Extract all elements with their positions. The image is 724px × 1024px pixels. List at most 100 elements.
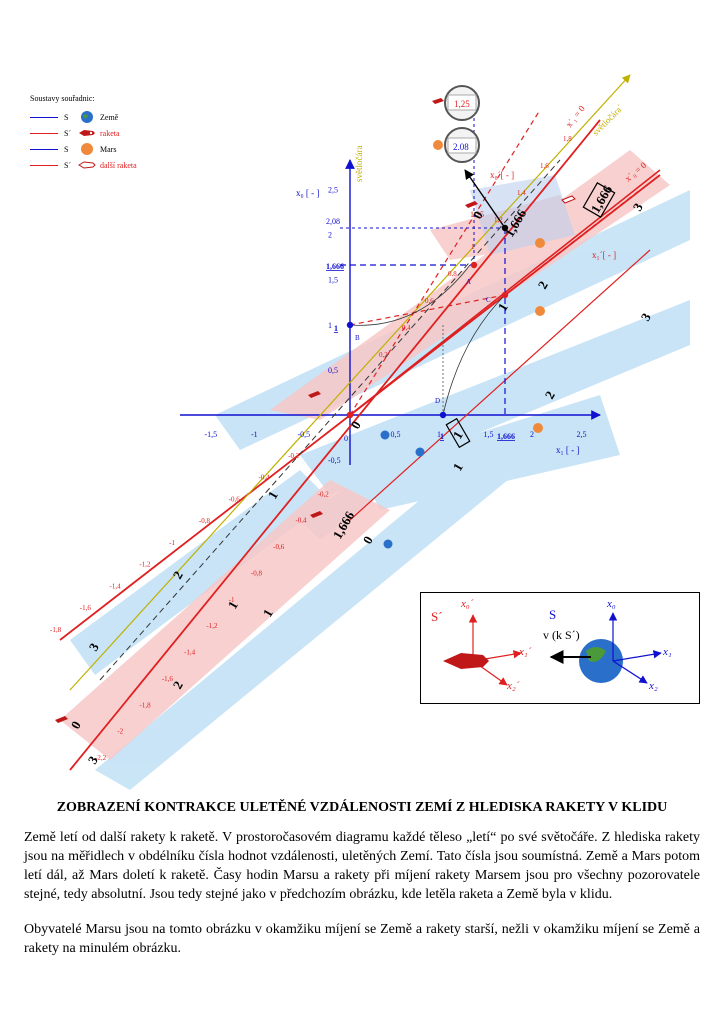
inset-x0-label: x₀ bbox=[606, 598, 616, 610]
red-tick-up-label: 1,4 bbox=[517, 189, 526, 197]
light-cone-line bbox=[69, 74, 631, 691]
x0-tick-labels: -0,50,511,522,5 bbox=[328, 185, 341, 465]
inset-diagram: S´ x₀´ x₁´ x₂´ S x₀ x₁ x₂ v (k S´) bbox=[431, 598, 672, 692]
legend-line-red bbox=[30, 164, 58, 166]
x1-tick-label: 0,5 bbox=[391, 430, 401, 439]
x1-tick-label: 1,5 bbox=[484, 430, 494, 439]
hyperbola-d bbox=[442, 294, 506, 416]
point-d-label: D bbox=[435, 397, 440, 405]
inset-x1-axis bbox=[612, 650, 662, 662]
value-1-x1: 1 bbox=[440, 432, 444, 441]
x0-tick-label: -0,5 bbox=[328, 456, 341, 465]
red-tick-lower-label: -2,2 bbox=[95, 754, 107, 762]
red-tick-lower-label: -1,2 bbox=[206, 622, 218, 630]
highlight-box-1 bbox=[445, 417, 471, 449]
dashed-red-line bbox=[349, 109, 541, 416]
red-tick-up-label: 0,2 bbox=[379, 351, 388, 359]
red-tick-left-label: -0,6 bbox=[229, 495, 241, 503]
red-tick-up-label: 1,6 bbox=[540, 162, 549, 170]
inset-x1p-label: x₁´ bbox=[518, 646, 532, 658]
point-b-label: B bbox=[355, 334, 360, 342]
inset-x2p-label: x₂´ bbox=[506, 680, 520, 692]
mars-markers bbox=[433, 140, 545, 433]
earth-icon bbox=[78, 110, 96, 124]
red-tick-lower-label: -1 bbox=[229, 596, 235, 604]
legend-row-earth: S Země bbox=[30, 110, 118, 124]
red-tick-lower-label: -0,4 bbox=[295, 517, 307, 525]
x1-axis-label: x₁ [ - ] bbox=[556, 445, 579, 455]
red-tick-labels-left: -0,2 -0,4 -0,6 -0,8 -1 -1,2 -1,4 -1,6 -1,8 bbox=[50, 452, 300, 634]
legend-name: raketa bbox=[100, 128, 120, 138]
x1-tick-label: 2,5 bbox=[577, 430, 587, 439]
x1-tick-label: -0,5 bbox=[298, 430, 311, 439]
legend-name: Země bbox=[100, 112, 119, 122]
inset-x2-label: x₂ bbox=[648, 680, 658, 692]
value-1666: 1,666 bbox=[326, 262, 344, 271]
value-208: 2,08 bbox=[326, 217, 340, 226]
red-tick-left-label: -0,4 bbox=[258, 474, 270, 482]
legend-line-red bbox=[30, 132, 58, 134]
point-a-label: A bbox=[466, 278, 471, 286]
inset-frame-prime: S´ bbox=[431, 609, 443, 624]
inset-frames: S´ x₀´ x₁´ x₂´ S x₀ x₁ x₂ v (k S´) bbox=[420, 592, 700, 704]
red-tick-lower-label: -0,2 bbox=[318, 490, 330, 498]
caption-title: ZOBRAZENÍ KONTRAKCE ULETĚNÉ VZDÁLENOSTI … bbox=[56, 800, 668, 815]
red-tick-labels-up: 0,20,40,60,811,21,41,61,8 bbox=[379, 135, 572, 359]
red-tick-left-label: -0,2 bbox=[288, 452, 300, 460]
dashed-worldline bbox=[99, 159, 561, 681]
earth-markers bbox=[380, 430, 425, 549]
legend-frame: S bbox=[64, 144, 69, 154]
legend-frame: S´ bbox=[64, 128, 72, 138]
red-tick-left-label: -1 bbox=[169, 539, 175, 547]
legend-row-other-rocket: S´ další raketa bbox=[30, 158, 137, 172]
worldline-label-prime: světločára´ bbox=[590, 102, 625, 137]
x0-tick-label: 0,5 bbox=[328, 366, 338, 375]
value-1666-x: 1,666 bbox=[497, 432, 515, 441]
x1-tick-label: -1 bbox=[251, 430, 258, 439]
x1p-axis-label: x₁´[ - ] bbox=[592, 250, 616, 260]
red-tick-labels-lower: -0,2-0,4-0,6-0,8-1-1,2-1,4-1,6-1,8-2-2,2 bbox=[95, 490, 329, 762]
hyperbola-b bbox=[349, 264, 471, 326]
red-tick-left-label: -1,6 bbox=[80, 604, 92, 612]
inset-frame-s: S bbox=[549, 607, 556, 622]
red-tick-lower-label: -1,8 bbox=[140, 701, 152, 709]
red-tick-lower-label: -2 bbox=[117, 728, 123, 736]
caption-paragraph-2: Obyvatelé Marsu jsou na tomto obrázku v … bbox=[24, 922, 700, 956]
clock-rocket bbox=[432, 85, 480, 121]
red-tick-up-label: 0,6 bbox=[425, 297, 434, 305]
x0-tick-label: 2,5 bbox=[328, 185, 338, 194]
legend-line-blue bbox=[30, 116, 58, 118]
red-tick-up-label: 1,8 bbox=[563, 135, 572, 143]
red-tick-left-label: -1,8 bbox=[50, 626, 62, 634]
legend-title: Soustavy souřadnic: bbox=[30, 94, 95, 103]
point-c-label: C bbox=[486, 296, 491, 304]
red-tick-up-label: 0,4 bbox=[402, 324, 411, 332]
red-tick-lower-label: -0,8 bbox=[251, 569, 263, 577]
inset-x1-label: x₁ bbox=[662, 646, 672, 658]
x0-tick-label: 1,5 bbox=[328, 276, 338, 285]
x0p-axis-label: x₀´[ - ] bbox=[490, 170, 514, 180]
ruler-0-c: 0 bbox=[360, 533, 376, 546]
rocket-markers bbox=[55, 195, 576, 723]
legend-line-blue bbox=[30, 148, 58, 150]
points bbox=[346, 224, 509, 419]
worldline-earth-rocket bbox=[349, 249, 651, 521]
origin-label: 0 bbox=[344, 434, 348, 443]
red-tick-left-label: -1,4 bbox=[110, 582, 122, 590]
caption-paragraph-1: Země letí od další rakety k raketě. V pr… bbox=[24, 830, 700, 902]
red-tick-lower-label: -0,6 bbox=[273, 543, 285, 551]
inset-x0p-label: x₀´ bbox=[460, 598, 474, 610]
x1-tick-label: 1 bbox=[437, 430, 441, 439]
legend-name: další raketa bbox=[100, 160, 137, 170]
arrow-to-clocks bbox=[464, 169, 506, 229]
x1-tick-label: 2 bbox=[530, 430, 534, 439]
clock-mars bbox=[444, 127, 480, 163]
legend-row-mars: S Mars bbox=[30, 142, 116, 156]
inset-rocket-icon bbox=[443, 653, 489, 669]
clock-rocket-value: 1,25 bbox=[454, 99, 470, 109]
value-1-x0: 1 bbox=[334, 324, 338, 333]
x0-axis-label: x₀ [ - ] bbox=[296, 188, 319, 198]
x0-tick-label: 1 bbox=[328, 321, 332, 330]
